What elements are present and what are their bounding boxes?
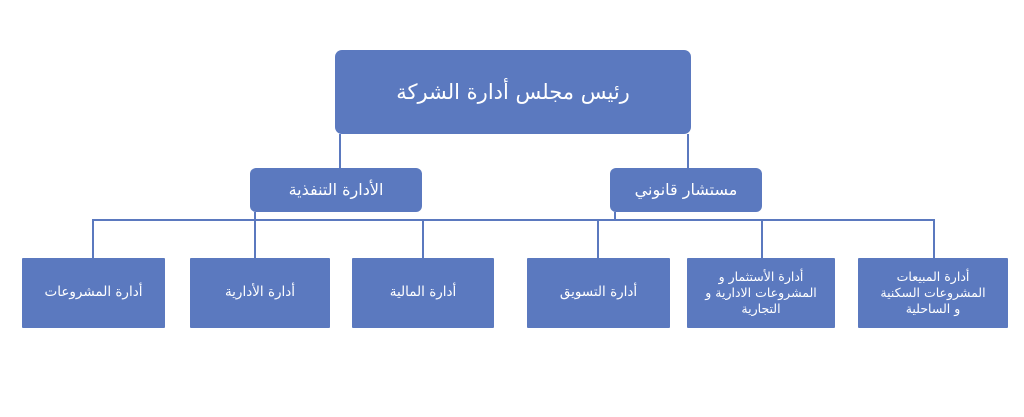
node-executive-management-label: الأدارة التنفذية — [288, 179, 384, 199]
node-investment-commercial-projects-department[interactable]: أدارة الأستثمار و المشروعات الادارية و ا… — [687, 258, 835, 328]
connector-bus-to-department-5 — [933, 219, 935, 258]
node-legal-advisor-label: مستشار قانوني — [634, 179, 738, 199]
node-administrative-department-label: أدارة الأدارية — [224, 284, 296, 301]
connector-executive-to-bus — [254, 212, 256, 221]
node-chairman-label: رئيس مجلس أدارة الشركة — [396, 79, 630, 104]
connector-bus-to-department-1 — [254, 219, 256, 258]
node-finance-department-label: أدارة المالية — [389, 284, 457, 301]
node-marketing-department-label: أدارة التسويق — [559, 284, 638, 301]
node-marketing-department[interactable]: أدارة التسويق — [527, 258, 670, 328]
node-residential-coastal-sales-department-label: أدارة المبيعات المشروعات السكنية و الساح… — [880, 269, 986, 316]
connector-root-to-executive — [339, 134, 341, 168]
connector-horizontal-bus — [92, 219, 935, 221]
node-residential-coastal-sales-department[interactable]: أدارة المبيعات المشروعات السكنية و الساح… — [858, 258, 1008, 328]
connector-root-to-legal-advisor — [687, 134, 689, 168]
node-projects-department[interactable]: أدارة المشروعات — [22, 258, 165, 328]
node-chairman[interactable]: رئيس مجلس أدارة الشركة — [335, 50, 691, 134]
connector-bus-to-department-4 — [761, 219, 763, 258]
connector-legal-advisor-to-bus — [614, 212, 616, 221]
node-projects-department-label: أدارة المشروعات — [44, 284, 143, 301]
node-administrative-department[interactable]: أدارة الأدارية — [190, 258, 330, 328]
connector-bus-to-department-3 — [597, 219, 599, 258]
node-investment-commercial-projects-department-label: أدارة الأستثمار و المشروعات الادارية و ا… — [705, 269, 817, 316]
node-executive-management[interactable]: الأدارة التنفذية — [250, 168, 422, 212]
node-legal-advisor[interactable]: مستشار قانوني — [610, 168, 762, 212]
connector-bus-to-department-0 — [92, 219, 94, 258]
connector-bus-to-department-2 — [422, 219, 424, 258]
node-finance-department[interactable]: أدارة المالية — [352, 258, 494, 328]
